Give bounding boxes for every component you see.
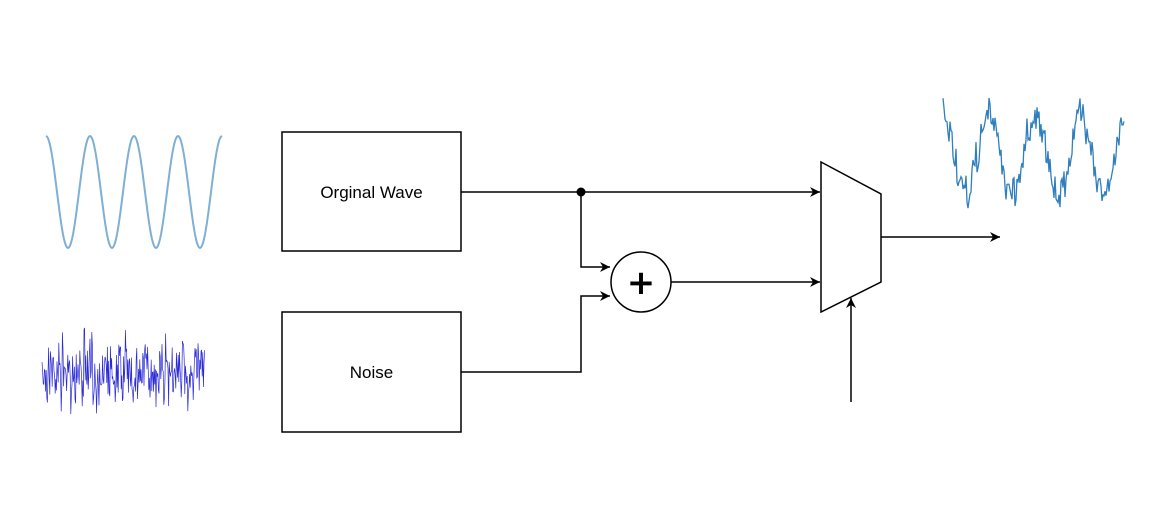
adder: + (610, 251, 672, 313)
connections (461, 187, 1000, 402)
noisy-sine-wave-icon (942, 97, 1125, 209)
noise-to-adder-arrow (461, 291, 610, 373)
noise-label: Noise (350, 363, 393, 382)
original-wave-block: Orginal Wave (281, 131, 462, 252)
plus-icon: + (627, 263, 656, 303)
original-wave-label: Orginal Wave (320, 183, 422, 202)
junction-dot (576, 187, 586, 197)
sine-wave-icon (45, 134, 223, 250)
multiplexer (820, 160, 882, 314)
original-to-adder-arrow (580, 192, 610, 272)
noise-signal-icon (41, 327, 205, 415)
noise-block: Noise (281, 311, 462, 433)
